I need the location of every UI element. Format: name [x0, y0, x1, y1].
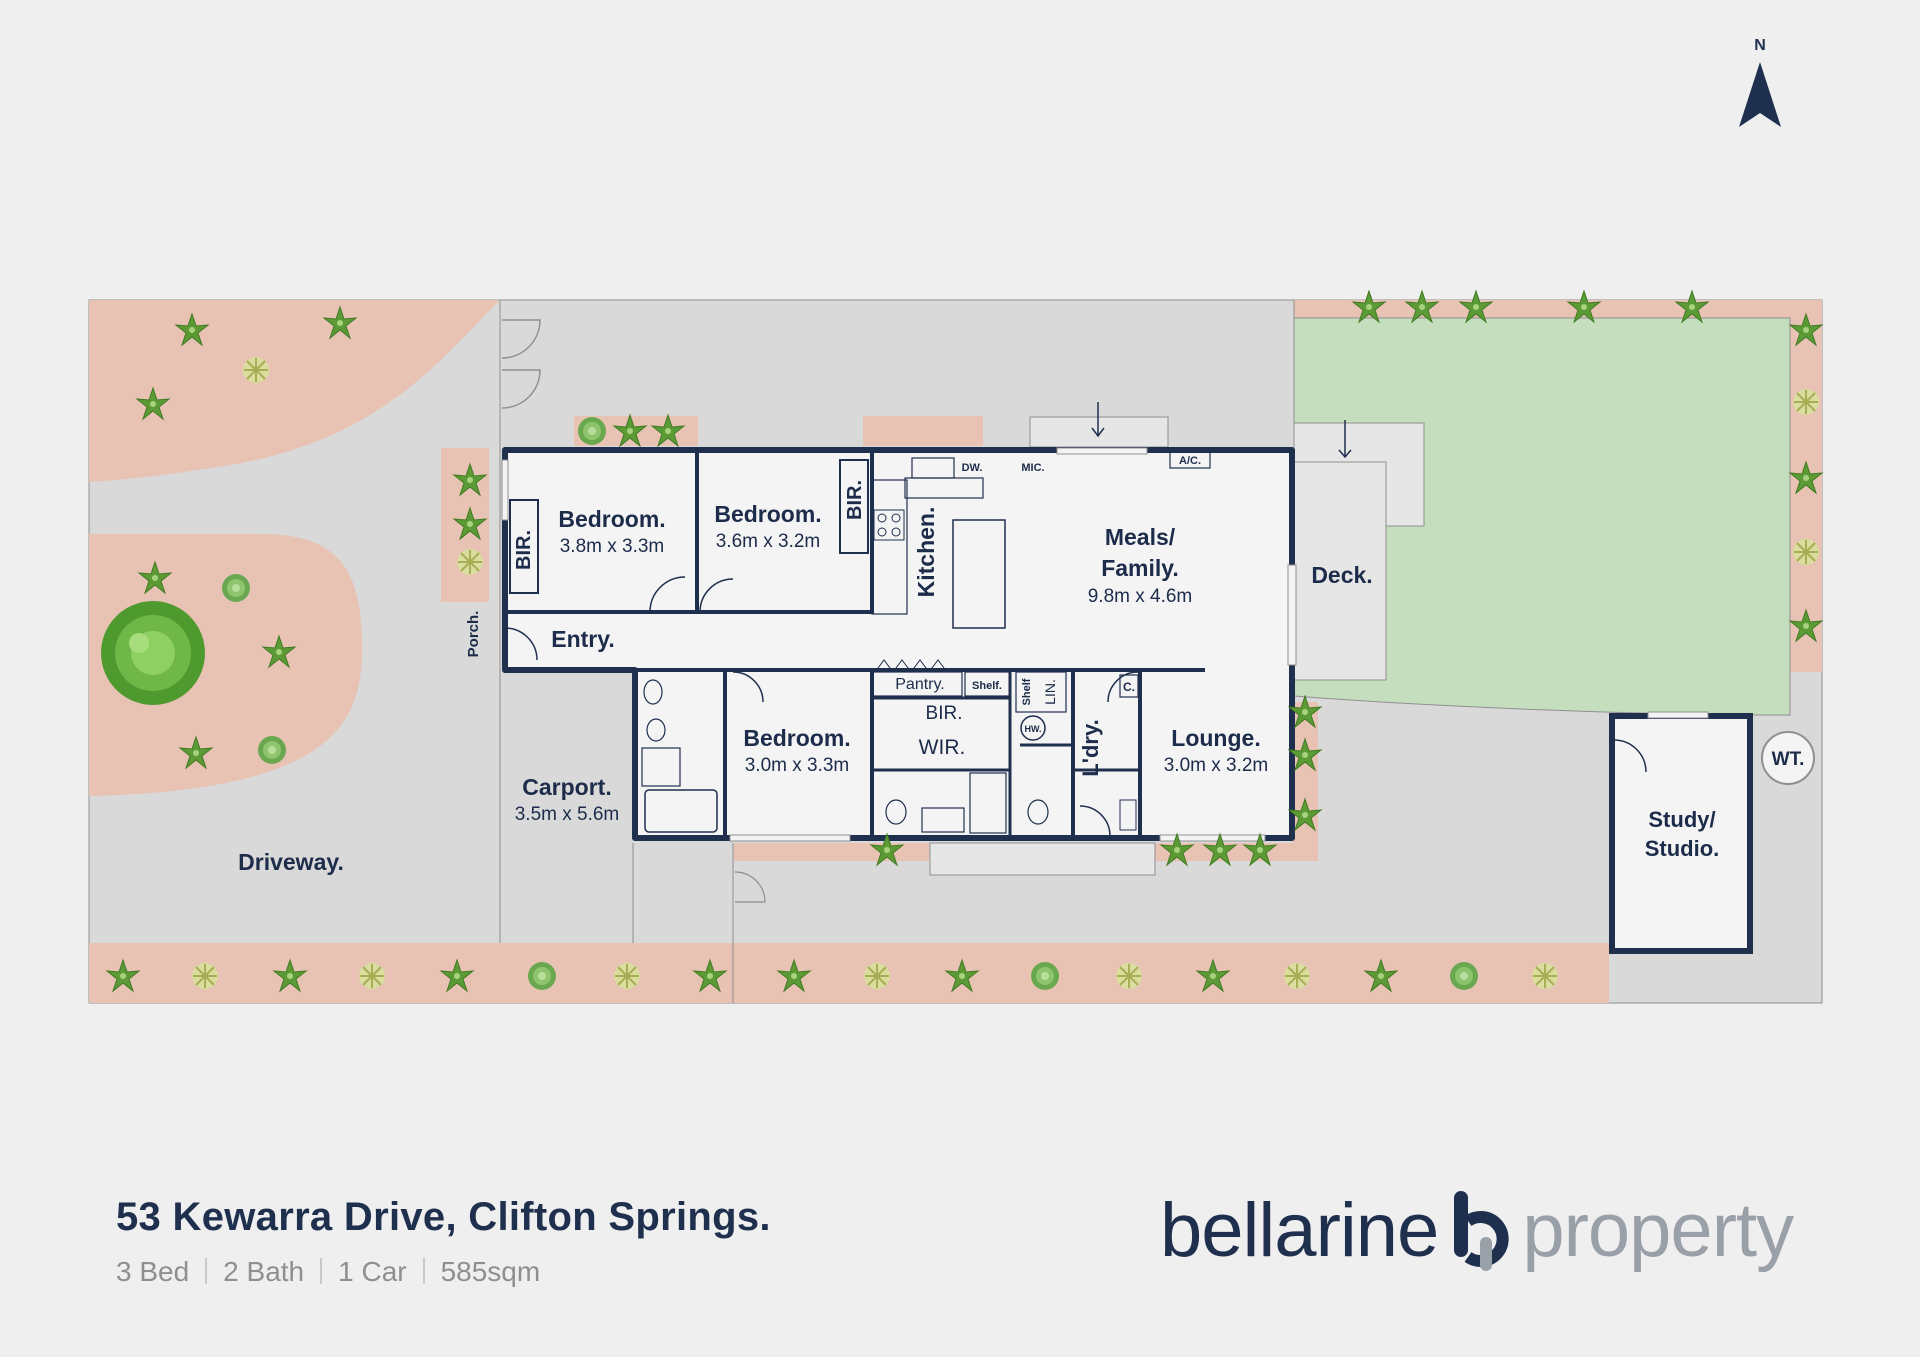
ac-label: A/C. — [1179, 455, 1201, 467]
property-specs: 3 Bed 2 Bath 1 Car 585sqm — [116, 1256, 1016, 1288]
meals-label-1: Meals/ — [1105, 524, 1176, 550]
garden-bed-island — [89, 534, 363, 796]
lin-label: LIN. — [1042, 679, 1058, 705]
bir-c-label: BIR. — [926, 703, 963, 724]
garden-bed-rear-2 — [1150, 843, 1318, 861]
kitchen-label: Kitchen. — [913, 507, 939, 598]
brand-name-part1: bellarine — [1160, 1187, 1439, 1273]
garden-bed-kitchen — [863, 416, 983, 446]
dw-label: DW. — [962, 462, 983, 474]
garden-bed-bottom — [89, 943, 1609, 1003]
bir-a-label: BIR. — [513, 530, 535, 570]
pantry-label: Pantry. — [895, 676, 945, 693]
meals-dims: 9.8m x 4.6m — [1088, 586, 1193, 607]
deck-label: Deck. — [1311, 562, 1372, 588]
bed2-label: Bedroom. — [714, 501, 821, 527]
driveway-label: Driveway. — [238, 849, 344, 875]
garden-bed-top-left — [89, 300, 500, 482]
shelf-a-label: Shelf. — [972, 680, 1002, 692]
entry-label: Entry. — [551, 626, 614, 652]
beds-count: 3 Bed — [116, 1256, 190, 1287]
study-label-2: Studio. — [1645, 836, 1720, 861]
brand-logo: bellarine property — [1160, 1180, 1860, 1280]
gate-icon — [501, 319, 541, 409]
ldry-label: L'dry. — [1078, 719, 1103, 776]
tree-icon — [101, 601, 205, 705]
carport-label: Carport. — [522, 774, 611, 800]
hw-label: HW. — [1025, 724, 1042, 734]
kitchen-island — [952, 519, 1006, 629]
bp-monogram-icon — [1454, 1191, 1509, 1271]
property-address: 53 Kewarra Drive, Clifton Springs. — [116, 1195, 771, 1239]
shelf-b-label: Shelf — [1021, 678, 1033, 705]
bir-b-label: BIR. — [844, 480, 866, 520]
baths-count: 2 Bath — [223, 1256, 305, 1287]
study-label-1: Study/ — [1648, 807, 1715, 832]
side-step — [929, 842, 1156, 876]
lounge-dims: 3.0m x 3.2m — [1164, 755, 1269, 776]
bed1-label: Bedroom. — [558, 506, 665, 532]
bed2-dims: 3.6m x 3.2m — [716, 531, 821, 552]
door-swing-icon — [649, 576, 686, 613]
water-tank — [1761, 731, 1815, 785]
c-label: C. — [1123, 680, 1135, 694]
wt-label: WT. — [1772, 749, 1805, 770]
bathtub — [644, 789, 718, 833]
garden-bed-lounge-side — [1292, 702, 1318, 859]
bed3-label: Bedroom. — [743, 725, 850, 751]
lounge-label: Lounge. — [1171, 725, 1260, 751]
land-area: 585sqm — [440, 1256, 541, 1287]
cars-count: 1 Car — [338, 1256, 407, 1287]
listing-footer: 53 Kewarra Drive, Clifton Springs. 3 Bed… — [116, 1195, 1016, 1288]
bed3-dims: 3.0m x 3.3m — [745, 755, 850, 776]
meals-label-2: Family. — [1101, 555, 1179, 581]
carport-dims: 3.5m x 5.6m — [515, 804, 620, 825]
spec-separator — [205, 1258, 208, 1284]
brand-name-part2: property — [1522, 1187, 1794, 1273]
step-arrow-icon — [1091, 402, 1105, 438]
deck-arrow-icon — [1338, 420, 1352, 459]
spec-separator — [320, 1258, 323, 1284]
north-arrow-icon: N — [1739, 37, 1781, 127]
porch-label: Porch. — [465, 611, 482, 658]
cooktop-icon — [873, 509, 905, 541]
wir-label: WIR. — [919, 736, 966, 759]
house — [501, 447, 1297, 842]
rear-step — [1029, 416, 1169, 448]
study-studio — [1609, 711, 1753, 954]
bed1-dims: 3.8m x 3.3m — [560, 536, 665, 557]
lawn — [1293, 317, 1791, 716]
toilet-icon — [646, 718, 666, 742]
north-label: N — [1754, 37, 1766, 54]
spec-separator — [422, 1258, 425, 1284]
mic-label: MIC. — [1021, 462, 1044, 474]
